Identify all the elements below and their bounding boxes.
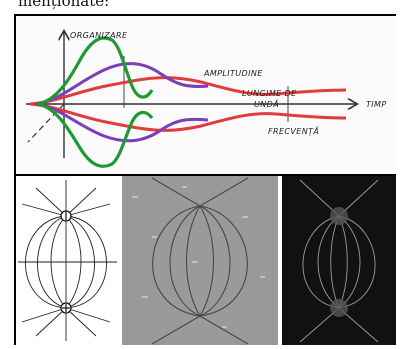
amplitude-label: AMPLITUDINE	[203, 69, 263, 78]
frequency-label: FRECVENȚĂ	[268, 125, 319, 136]
green-wave-lower	[37, 102, 154, 168]
wavelength-label-2: UNDĂ	[254, 98, 279, 109]
figure-frame: ORGANIZARE AMPLITUDINE LUNGIME DE UNDĂ T…	[14, 14, 396, 345]
field-images-row	[16, 176, 396, 345]
divider	[278, 176, 281, 345]
wavelength-label-1: LUNGIME DE	[242, 89, 297, 98]
x-axis-label: TIMP	[366, 100, 387, 109]
purple-wave-lower	[35, 102, 209, 143]
dipole-field-svg	[18, 180, 117, 341]
divider	[119, 176, 122, 345]
red-wave-upper	[29, 76, 347, 106]
red-wave-lower	[29, 102, 347, 132]
wave-diagram-svg: ORGANIZARE AMPLITUDINE LUNGIME DE UNDĂ T…	[26, 16, 387, 168]
green-wave-upper	[37, 36, 154, 106]
depth-axis	[27, 103, 65, 143]
purple-wave-upper	[35, 62, 209, 106]
iron-filings-light-svg	[122, 176, 278, 345]
y-axis-label: ORGANIZARE	[70, 31, 128, 40]
caption: menționate:	[18, 0, 110, 10]
dipole-field-diagram	[16, 176, 119, 345]
iron-filings-dark-svg	[282, 176, 396, 345]
wave-diagram: ORGANIZARE AMPLITUDINE LUNGIME DE UNDĂ T…	[16, 16, 396, 176]
iron-filings-photo-dark	[282, 176, 396, 345]
iron-filings-photo-light	[122, 176, 278, 345]
